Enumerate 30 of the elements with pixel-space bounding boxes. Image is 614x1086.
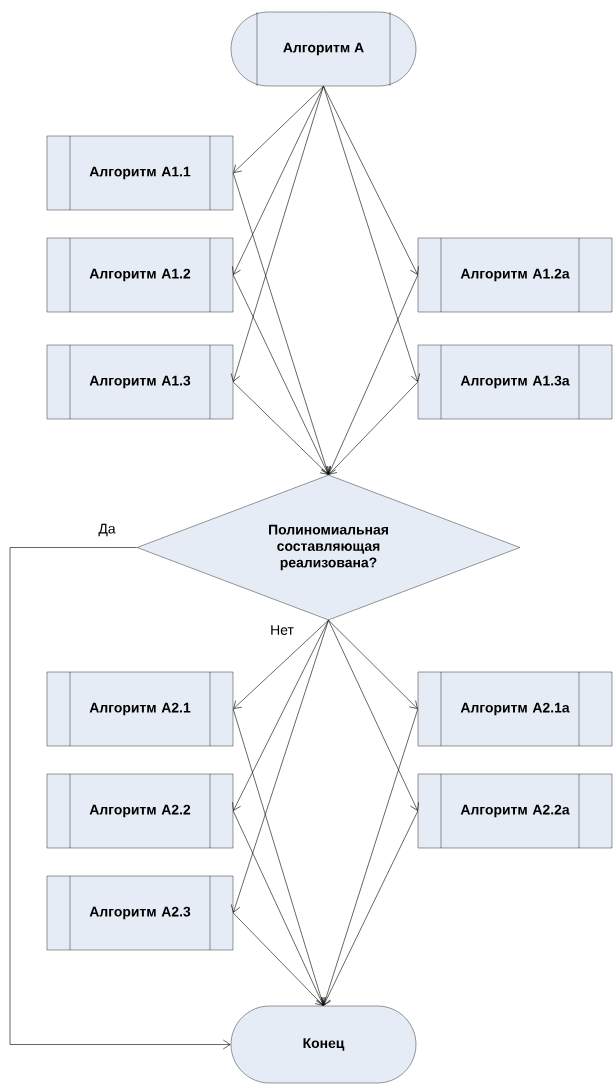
- arrow: [327, 274, 419, 475]
- process-box: Алгоритм A1.2a: [417, 237, 613, 313]
- arrow: [230, 85, 324, 382]
- arrow: [232, 274, 330, 475]
- process-box: Алгоритм A1.3a: [417, 344, 613, 420]
- end-terminal: Конец: [230, 1005, 417, 1084]
- arrow: [328, 619, 419, 811]
- process-box: Алгоритм A2.2a: [417, 773, 613, 849]
- arrow: [232, 381, 329, 475]
- process-box: Алгоритм A1.2: [46, 237, 234, 313]
- arrow: [232, 810, 325, 1006]
- arrow: [321, 708, 419, 1006]
- process-box: Алгоритм A2.3: [46, 875, 234, 951]
- process-box: Алгоритм A2.2: [46, 773, 234, 849]
- arrow: [323, 85, 421, 382]
- branch-label: Нет: [271, 625, 294, 635]
- arrow: [232, 912, 324, 1006]
- arrow: [328, 381, 419, 475]
- arrow: [9, 547, 231, 1050]
- arrow: [230, 619, 329, 913]
- process-box: Алгоритм A1.1: [46, 135, 234, 211]
- arrow: [328, 619, 418, 709]
- edge-label: Да: [97, 522, 117, 538]
- process-box: Алгоритм A2.1: [46, 671, 234, 747]
- process-box: Алгоритм A1.3: [46, 344, 234, 420]
- arrow: [322, 810, 419, 1006]
- arrow: [233, 619, 329, 709]
- process-box: Алгоритм A2.1a: [417, 671, 613, 747]
- arrow: [233, 85, 324, 173]
- start-terminal: Алгоритм A: [230, 11, 417, 87]
